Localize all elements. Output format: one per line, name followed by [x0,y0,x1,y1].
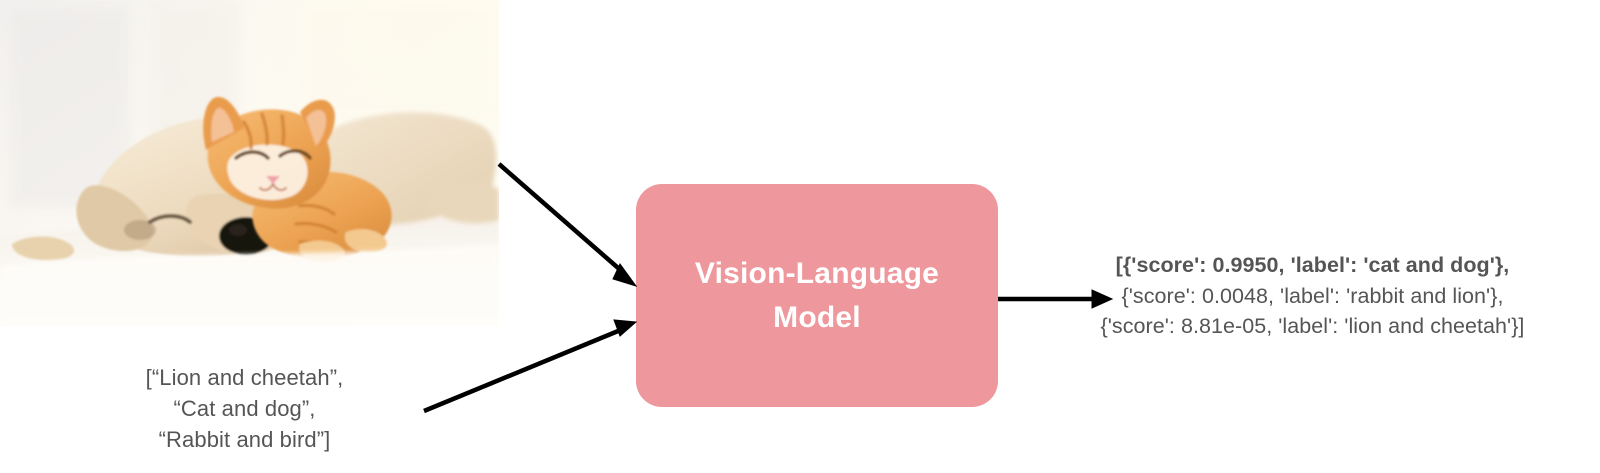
output-line-1: [{'score': 0.9950, 'label': 'cat and dog… [1115,253,1510,277]
vision-language-model-box: Vision-Language Model [636,184,998,407]
model-name-line-1: Vision-Language [694,257,940,290]
prompt-line-1: [“Lion and cheetah”, [145,365,344,390]
input-image-graphic [0,0,499,326]
text-prompt-list: [“Lion and cheetah”, “Cat and dog”, “Rab… [112,362,377,456]
model-name-line-2: Model [773,300,861,334]
prompt-line-3: “Rabbit and bird”] [158,427,331,453]
prompt-line-2: “Cat and dog”, [173,396,316,422]
input-image [0,0,499,326]
output-line-3: {'score': 8.81e-05, 'label': 'lion and c… [1100,314,1525,339]
arrow-text-to-model [423,319,638,414]
arrow-image-to-model [497,162,638,287]
model-box-label: Vision-Language Model [677,252,957,339]
model-output-list: [{'score': 0.9950, 'label': 'cat and dog… [1035,250,1590,342]
output-line-2: {'score': 0.0048, 'label': 'rabbit and l… [1121,283,1504,308]
